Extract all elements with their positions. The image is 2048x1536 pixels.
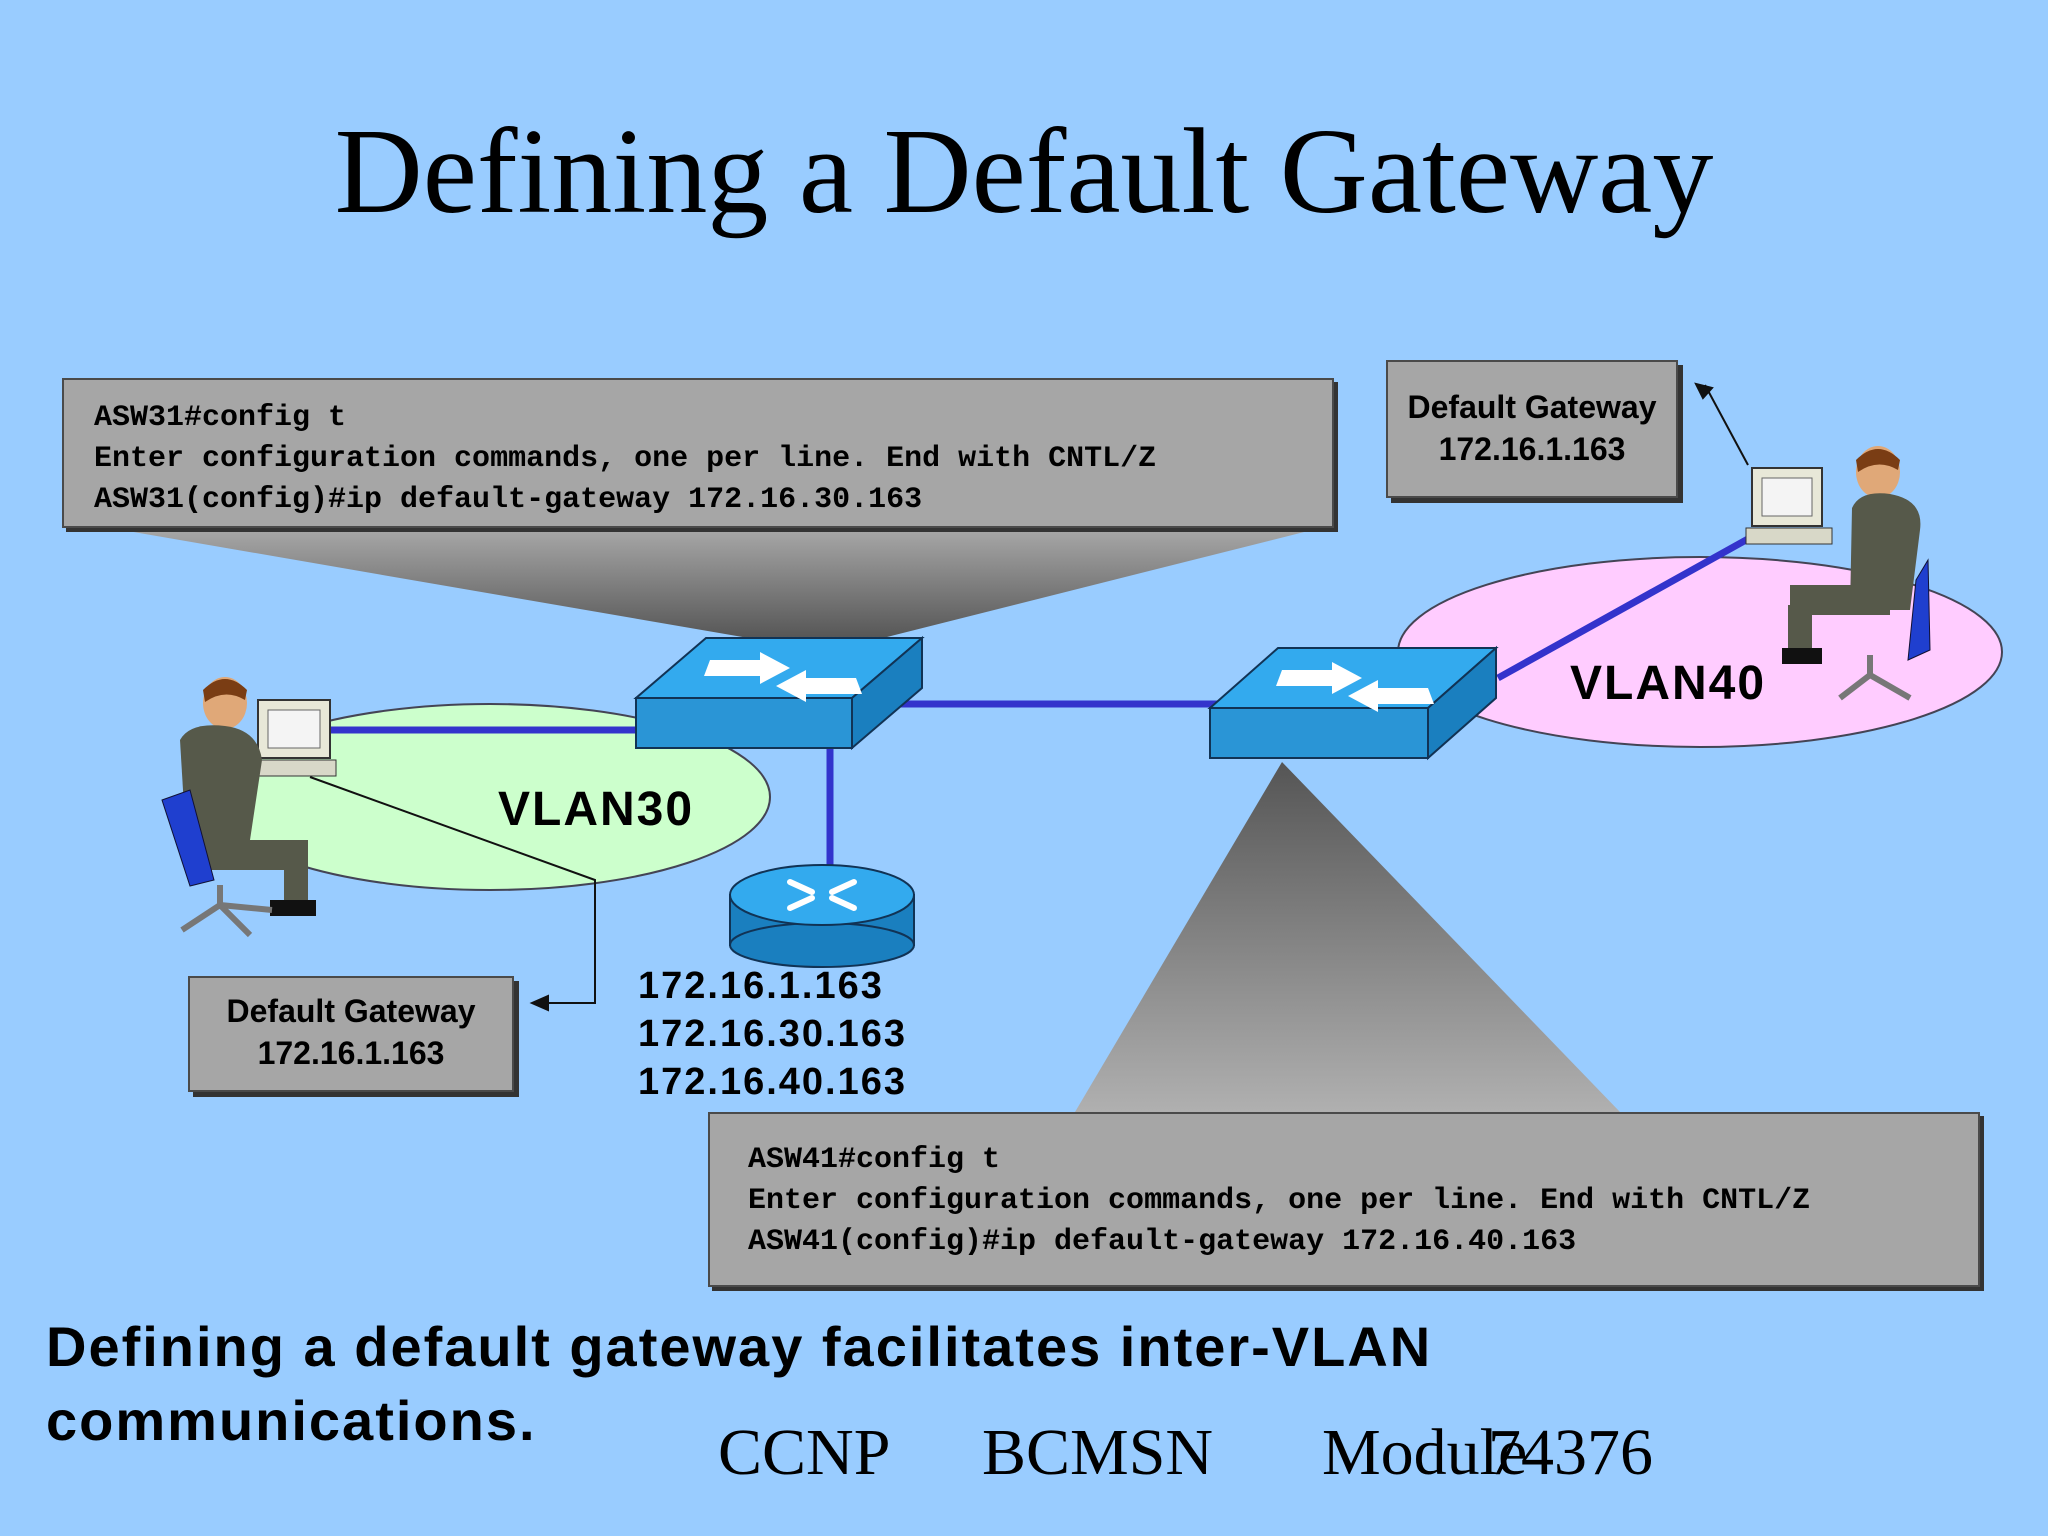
workstation-user-icon [1745, 446, 1931, 701]
console-line: Enter configuration commands, one per li… [748, 1184, 1811, 1218]
console-line: ASW31(config)#ip default-gateway 172.16.… [94, 483, 923, 517]
router-ip: 172.16.30.163 [638, 1013, 908, 1055]
gateway-label: Default Gateway [226, 993, 476, 1029]
default-gateway-box-right: Default Gateway 172.16.1.163 [1386, 360, 1678, 498]
gateway-ip: 172.16.1.163 [257, 1035, 445, 1071]
router-icon [729, 864, 915, 968]
vlan40-label: VLAN40 [1570, 657, 1767, 710]
gateway-pointers [309, 382, 1749, 1012]
slide-caption: Defining a default gateway facilitates i… [46, 1315, 1433, 1452]
router-ip: 172.16.40.163 [638, 1061, 908, 1103]
console-line: ASW41(config)#ip default-gateway 172.16.… [748, 1225, 1577, 1259]
console-line: ASW41#config t [748, 1143, 1001, 1177]
router-ip: 172.16.1.163 [638, 965, 884, 1007]
switch-icon [1207, 645, 1499, 761]
switch-icon [633, 635, 925, 751]
footer-course: CCNP [718, 1416, 891, 1489]
console-output-top: ASW31#config t Enter configuration comma… [62, 378, 1334, 528]
router-ip-list: 172.16.1.163 172.16.30.163 172.16.40.163 [638, 962, 907, 1106]
footer-module: BCMSN [982, 1416, 1214, 1489]
callout-cone-top [110, 528, 1320, 640]
default-gateway-box-left: Default Gateway 172.16.1.163 [188, 976, 514, 1092]
console-line: ASW31#config t [94, 401, 347, 435]
slide-title: Defining a Default Gateway [334, 104, 1714, 239]
gateway-ip: 172.16.1.163 [1438, 431, 1626, 467]
workstation-user-icon [161, 677, 337, 938]
console-output-bottom: ASW41#config t Enter configuration comma… [708, 1112, 1980, 1287]
footer-page-number: 74376 [1488, 1416, 1653, 1489]
footer-page-word: Module [1322, 1416, 1528, 1489]
vlan30-label: VLAN30 [498, 783, 695, 836]
callout-cone-bottom [1075, 762, 1620, 1112]
console-line: Enter configuration commands, one per li… [94, 442, 1157, 476]
gateway-label: Default Gateway [1407, 389, 1657, 425]
